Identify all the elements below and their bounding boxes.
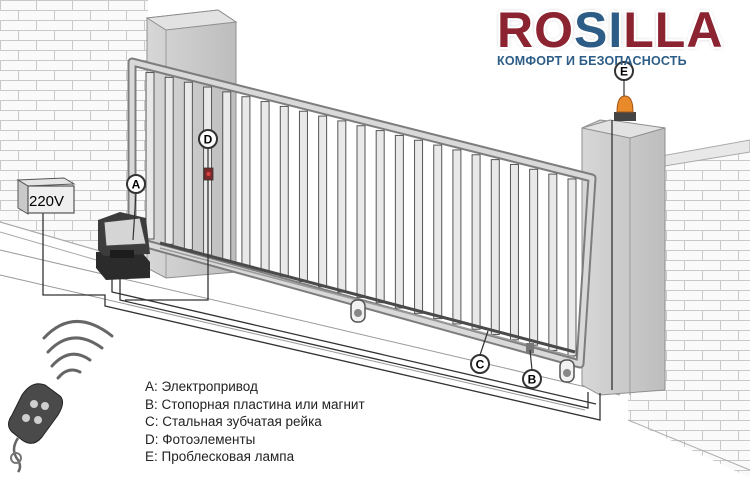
right-pillar [582,120,665,395]
gate-bar [491,160,499,335]
legend-item-e: E: Проблесковая лампа [145,448,365,466]
marker-B: B [523,370,541,388]
svg-text:B: B [528,373,537,387]
svg-text:A: A [132,178,141,192]
gate-bar [434,145,442,319]
gate-bar [338,121,346,292]
legend-item-d: D: Фотоэлементы [145,431,365,449]
legend-item-a: A: Электропривод [145,378,365,396]
gate-bar [261,102,269,271]
brand-name-part2: SI [574,2,623,58]
gate-wheel [351,300,365,322]
gate-wheel [560,360,574,382]
gate-bar [395,135,403,308]
gate-bar [184,82,192,249]
gate-bar [280,106,288,276]
brand-logo: ROSILLA КОМФОРТ И БЕЗОПАСНОСТЬ [497,2,747,68]
remote-control-icon [9,384,63,472]
brand-name-part3: LLA [623,2,723,58]
gate-bar [510,164,518,339]
marker-A: A [127,175,145,193]
gate-bar [453,150,461,324]
photocell [204,168,213,180]
gate-bar [242,97,250,266]
gate-bar [357,126,365,298]
signal-waves-icon [44,321,112,378]
flashing-lamp-icon [614,96,636,121]
legend-item-c: C: Стальная зубчатая рейка [145,413,365,431]
marker-C: C [471,355,489,373]
marker-D: D [199,130,217,148]
gate-bar [415,140,423,313]
gate-bar [568,179,576,356]
svg-text:D: D [204,133,213,147]
brand-name-part1: RO [497,2,574,58]
gate-bar [165,77,173,244]
gate-bar [319,116,327,287]
gate-bar [549,174,557,350]
power-box: 220V [18,178,74,214]
gate-bar [223,92,231,260]
svg-text:C: C [476,358,485,372]
legend: A: Электропривод B: Стопорная пластина и… [145,378,365,466]
gate-bar [472,155,480,329]
brand-name: ROSILLA [497,2,747,58]
power-label: 220V [29,193,64,210]
gate-bar [376,131,384,303]
gate-bar [530,169,538,345]
gate-bar [146,73,154,239]
legend-item-b: B: Стопорная пластина или магнит [145,396,365,414]
gate-motor-icon [96,212,150,280]
gate-bar [299,111,307,281]
